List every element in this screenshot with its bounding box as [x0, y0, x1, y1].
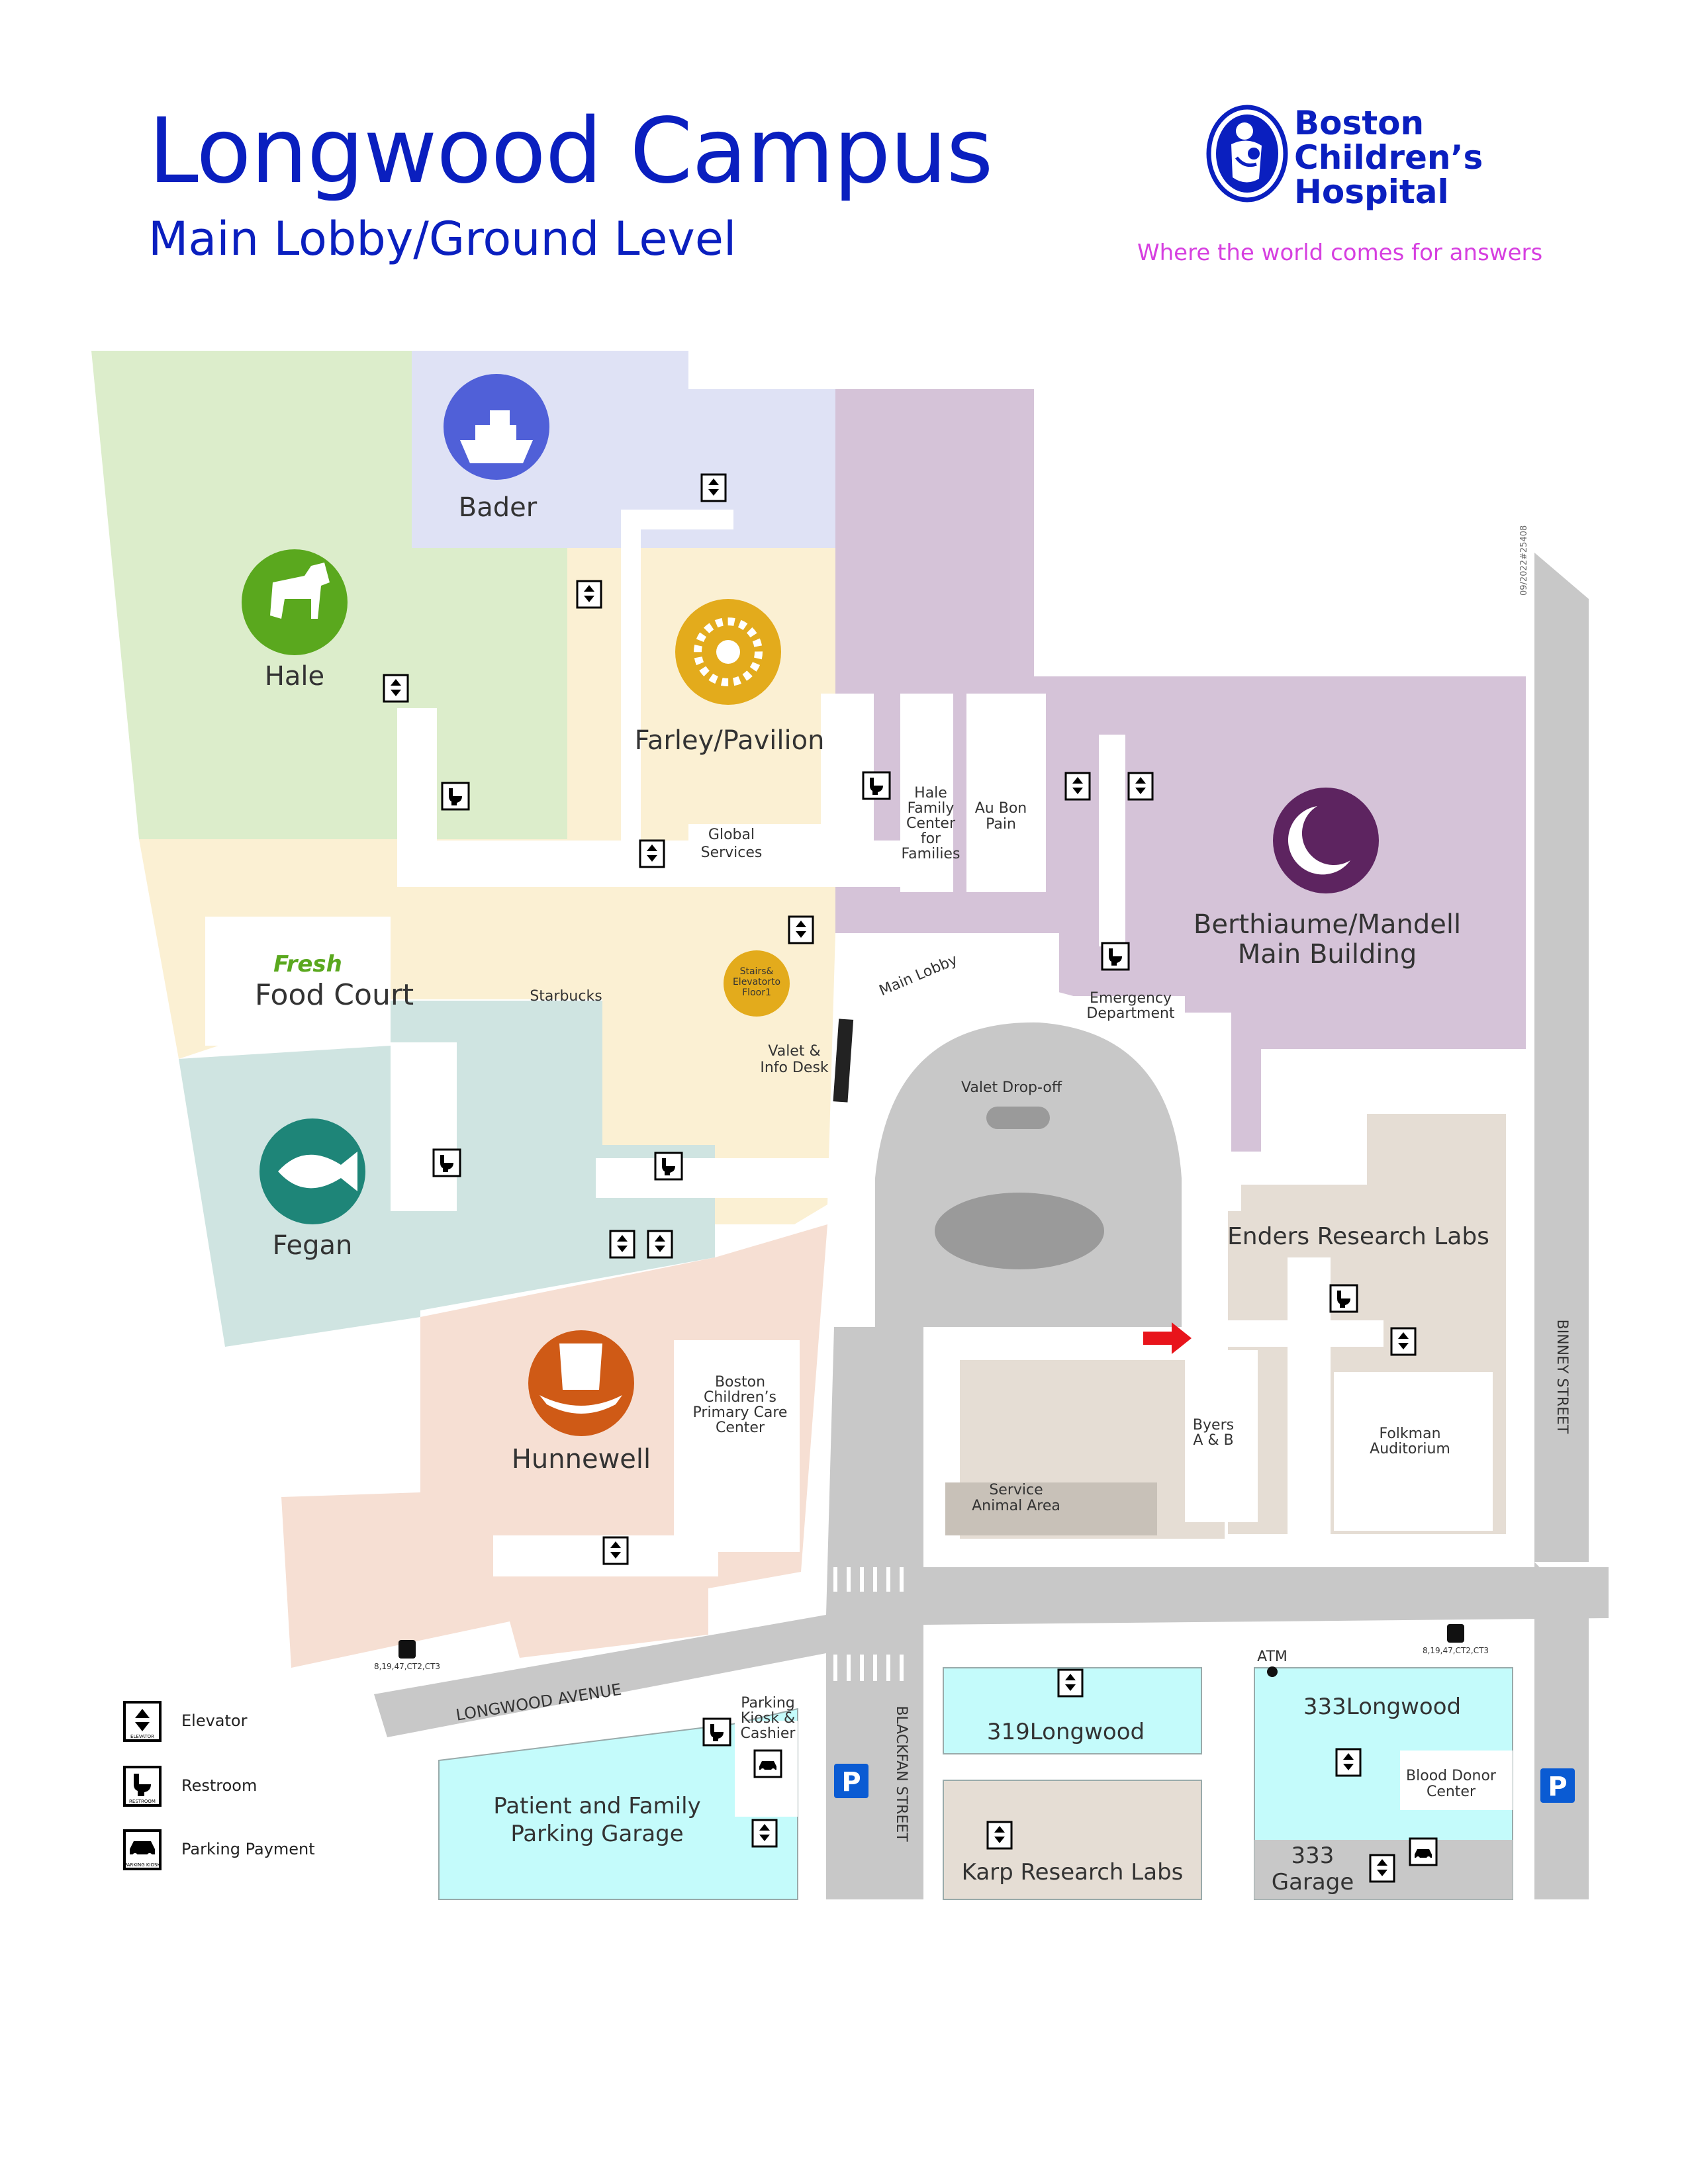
svg-text:Floor1: Floor1 [742, 987, 771, 998]
svg-text:Info Desk: Info Desk [760, 1060, 829, 1076]
svg-text:Elevatorto: Elevatorto [733, 977, 780, 987]
atm-label: ATM [1257, 1649, 1288, 1665]
farley-label: Farley/Pavilion [635, 725, 825, 756]
page-subtitle: Main Lobby/Ground Level [148, 212, 737, 266]
parking-kiosk-label: Parking [741, 1695, 795, 1711]
page-title: Longwood Campus [148, 99, 993, 204]
fegan-label: Fegan [273, 1230, 353, 1261]
fegan-icon-badge [259, 1118, 365, 1224]
garage333-label-2: Garage [1272, 1869, 1354, 1895]
enders-label: Enders Research Labs [1227, 1223, 1489, 1250]
bader-icon-badge [444, 374, 549, 480]
valet-desk-marker [833, 1019, 854, 1103]
streets [374, 553, 1609, 1899]
blood-donor-label: Blood Donor [1406, 1768, 1497, 1784]
atm-dot [1267, 1666, 1278, 1677]
flower-icon [694, 617, 763, 686]
blood-donor-area [1400, 1751, 1513, 1810]
berthiaume-label-2: Main Building [1238, 939, 1417, 970]
food-court-area [205, 917, 391, 1046]
blackfan-st-label: BLACKFAN STREET [893, 1706, 910, 1842]
b333-label: 333Longwood [1303, 1694, 1461, 1720]
stairs-elevator-badge [724, 950, 790, 1017]
hale-family-label: Hale [914, 785, 947, 801]
starbucks-label: Starbucks [530, 988, 602, 1005]
svg-text:P: P [1548, 1772, 1567, 1802]
svg-text:Cashier: Cashier [741, 1725, 796, 1742]
svg-text:Center: Center [906, 815, 956, 832]
berthiaume-icon-badge [1273, 788, 1379, 893]
boat-icon [460, 410, 533, 463]
svg-text:Primary Care: Primary Care [693, 1404, 788, 1421]
farley-icon-badge [675, 599, 781, 705]
svg-text:Animal Area: Animal Area [972, 1498, 1060, 1514]
parking-sign: P P [834, 1764, 1575, 1803]
hospital-logo-icon [1206, 105, 1288, 203]
bader-label: Bader [459, 492, 538, 523]
svg-text:PARKING KIOSK: PARKING KIOSK [124, 1862, 161, 1868]
valet-dropoff-label: Valet Drop-off [961, 1079, 1062, 1096]
svg-text:Center: Center [716, 1420, 765, 1436]
global-services-label: Global [708, 827, 755, 843]
horse-icon [270, 563, 330, 619]
bus-stop-icon [399, 1624, 1464, 1659]
emergency-label: Emergency [1090, 990, 1172, 1007]
fish-icon [278, 1152, 357, 1191]
food-court-label: Food Court [255, 978, 414, 1012]
fresh-label: Fresh [273, 951, 342, 978]
hunnewell-icon-badge [528, 1330, 634, 1436]
karp-label: Karp Research Labs [962, 1859, 1184, 1886]
svg-text:Families: Families [902, 846, 961, 862]
byers-label: Byers [1193, 1417, 1234, 1433]
hospital-tagline: Where the world comes for answers [1137, 240, 1543, 266]
elevator-icon: ELEVATOR [123, 1701, 162, 1742]
svg-text:Family: Family [908, 800, 955, 817]
svg-text:Department: Department [1086, 1005, 1175, 1022]
red-arrow-icon [1143, 1322, 1192, 1354]
hale-label: Hale [265, 661, 324, 692]
karp-research-building [943, 1780, 1202, 1900]
svg-text:Center: Center [1427, 1784, 1476, 1800]
b319-label: 319Longwood [987, 1719, 1145, 1745]
moon-icon [1288, 806, 1350, 875]
valet-info-label: Valet & [768, 1043, 820, 1060]
hale-icon-badge [242, 549, 348, 655]
svg-text:Pain: Pain [986, 816, 1016, 833]
svg-text:P: P [841, 1767, 861, 1797]
service-animal-label: Service [989, 1482, 1043, 1498]
svg-text:for: for [921, 831, 941, 847]
legend-parking-payment: PARKING KIOSK Parking Payment [123, 1829, 401, 1877]
crosswalk-markings [833, 1567, 904, 1681]
folkman-label: Folkman [1379, 1426, 1440, 1442]
berthiaume-label: Berthiaume/Mandell [1194, 909, 1461, 940]
hospital-brand-name: Boston Children’s Hospital [1294, 104, 1483, 211]
restroom-icon: RESTROOM [123, 1766, 162, 1807]
primary-care-label: Boston [715, 1374, 765, 1390]
svg-text:ELEVATOR: ELEVATOR [130, 1734, 154, 1739]
garage333-label: 333 [1291, 1843, 1335, 1869]
svg-text:Children’s: Children’s [704, 1389, 776, 1406]
au-bon-pain-label: Au Bon [975, 800, 1027, 817]
binney-st-label: BINNEY STREET [1554, 1320, 1570, 1434]
stairs-label: Stairs& [740, 966, 774, 977]
svg-text:A & B: A & B [1193, 1432, 1233, 1449]
garage-label-2: Parking Garage [510, 1821, 683, 1847]
svg-text:Auditorium: Auditorium [1370, 1441, 1450, 1457]
svg-text:RESTROOM: RESTROOM [129, 1799, 156, 1804]
hunnewell-label: Hunnewell [512, 1444, 651, 1475]
legend-elevator: ELEVATOR Elevator [123, 1701, 401, 1749]
parking-payment-icon: PARKING KIOSK [123, 1829, 162, 1870]
bus-routes-label-2: 8,19,47,CT2,CT3 [1423, 1646, 1489, 1655]
bus-routes-label: 8,19,47,CT2,CT3 [374, 1662, 440, 1671]
svg-text:Kiosk &: Kiosk & [741, 1710, 795, 1727]
garage-label: Patient and Family [493, 1793, 700, 1819]
svg-text:Services: Services [701, 844, 763, 861]
top-hat-icon [539, 1343, 622, 1414]
legend-restroom: RESTROOM Restroom [123, 1766, 401, 1813]
berthiaume-mandell-building [835, 389, 1526, 1152]
